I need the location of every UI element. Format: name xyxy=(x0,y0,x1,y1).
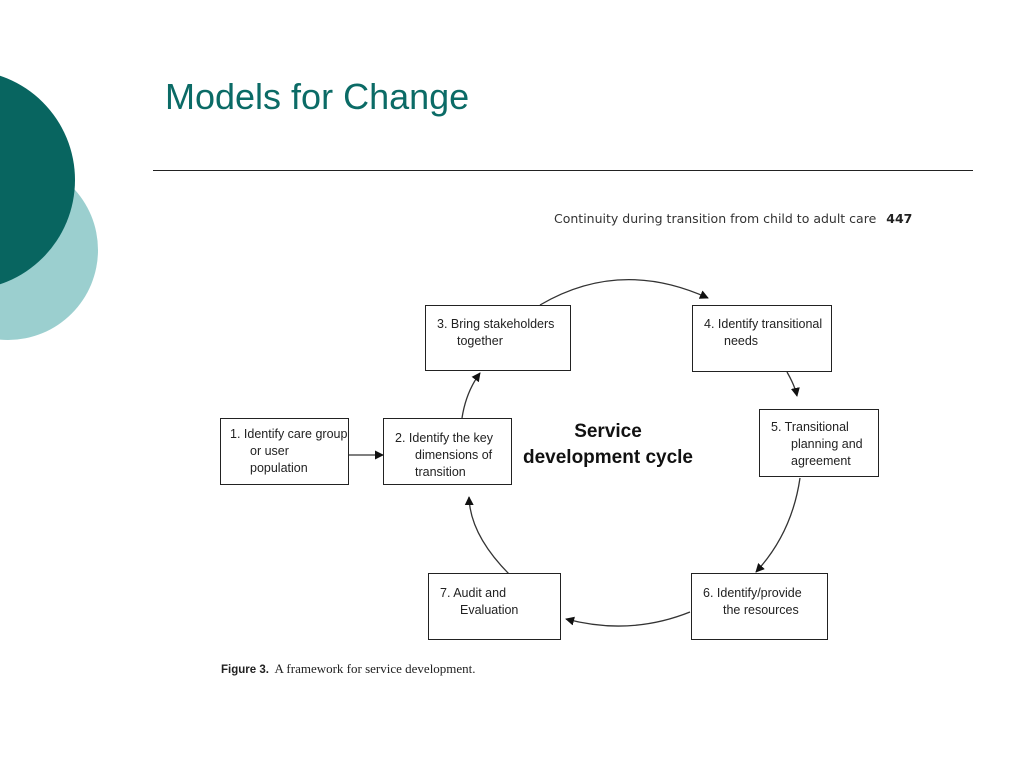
center-label-line-1: Service xyxy=(574,421,642,442)
center-label-line-2: development cycle xyxy=(522,447,694,468)
caption-label: Figure 3. xyxy=(221,664,269,676)
arrow-5-to-6 xyxy=(755,477,801,573)
step-2-line-2: dimensions of xyxy=(415,448,493,462)
step-7-box: 7. Audit and Evaluation xyxy=(428,573,561,640)
figure-caption: Figure 3. A framework for service develo… xyxy=(221,661,476,677)
step-1-line-2: or user xyxy=(250,444,289,458)
title-divider xyxy=(153,170,973,171)
step-3-line-1: 3. Bring stakeholders xyxy=(437,317,555,331)
running-head-text: Continuity during transition from child … xyxy=(554,211,877,226)
step-3-box: 3. Bring stakeholders together xyxy=(425,305,571,371)
step-2-line-1: 2. Identify the key xyxy=(395,431,493,445)
step-4-line-2: needs xyxy=(724,334,759,348)
step-3-line-2: together xyxy=(457,334,503,348)
arrow-2-to-3 xyxy=(461,372,481,419)
step-1-box: 1. Identify care group or user populatio… xyxy=(220,418,349,485)
step-2-box: 2. Identify the key dimensions of transi… xyxy=(383,418,512,485)
step-6-line-1: 6. Identify/provide xyxy=(703,586,802,600)
step-2-line-3: transition xyxy=(415,465,466,479)
arrow-4-to-5 xyxy=(786,371,800,397)
arrow-7-to-2 xyxy=(464,496,511,576)
step-4-box: 4. Identify transitional needs xyxy=(692,305,832,372)
running-head: Continuity during transition from child … xyxy=(554,211,912,226)
step-1-line-1: 1. Identify care group xyxy=(230,427,348,441)
step-7-line-2: Evaluation xyxy=(460,603,519,617)
step-1-line-3: population xyxy=(250,461,308,475)
slide-title: Models for Change xyxy=(165,76,470,117)
dark-teal-circle xyxy=(0,75,75,285)
step-7-line-1: 7. Audit and xyxy=(440,586,507,600)
step-4-line-1: 4. Identify transitional xyxy=(704,317,823,331)
center-label: Service development cycle xyxy=(520,419,696,471)
caption-text: A framework for service development. xyxy=(274,661,476,676)
arrow-3-to-4 xyxy=(539,279,709,306)
step-5-line-1: 5. Transitional xyxy=(771,420,849,434)
arrow-6-to-7 xyxy=(565,611,691,627)
step-5-line-3: agreement xyxy=(791,454,851,468)
step-5-box: 5. Transitional planning and agreement xyxy=(759,409,879,477)
step-5-line-2: planning and xyxy=(791,437,863,451)
step-6-box: 6. Identify/provide the resources xyxy=(691,573,828,640)
step-6-line-2: the resources xyxy=(723,603,799,617)
slide-decoration xyxy=(0,75,98,340)
page-number: 447 xyxy=(886,211,913,226)
